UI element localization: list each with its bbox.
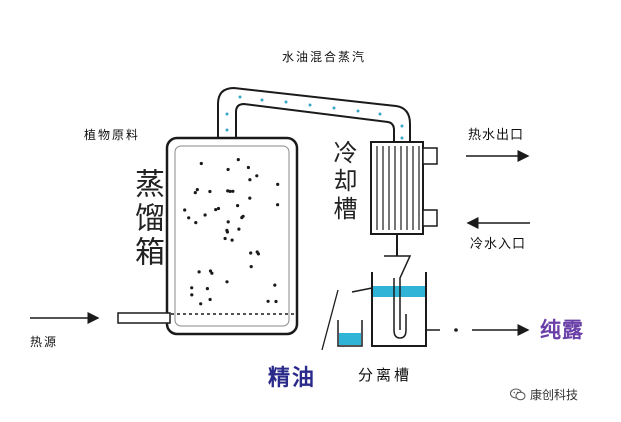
plant-dot <box>205 287 209 291</box>
separator-u-trap <box>393 314 407 339</box>
plant-dot <box>248 178 252 182</box>
plant-dot <box>255 250 259 254</box>
plant-dot <box>255 174 259 178</box>
still-box <box>165 136 299 336</box>
vapor-dot <box>356 109 360 113</box>
plant-dot <box>203 213 207 217</box>
plant-dot <box>197 270 201 274</box>
plant-dot <box>193 191 197 195</box>
wechat-icon <box>510 388 526 401</box>
plant-dot <box>187 216 191 220</box>
cold-water-inlet-label: 冷水入口 <box>470 237 527 252</box>
plant-dot <box>266 299 270 303</box>
hydrosol-drop <box>454 328 458 332</box>
still-inner-wall <box>174 145 290 327</box>
plant-dot <box>214 208 218 212</box>
steam-pipe-inner <box>235 102 395 142</box>
plant-dot <box>226 220 230 224</box>
plant-dot <box>208 297 212 302</box>
condenser-outlet-port <box>422 147 438 165</box>
plant-dot <box>190 286 194 290</box>
oil-beaker-liquid <box>339 333 361 345</box>
essential-oil-label: 精油 <box>268 366 317 391</box>
plant-dot <box>236 204 240 208</box>
vapor-dot <box>284 100 288 104</box>
vapor-dot <box>260 98 264 102</box>
vapor-dot <box>238 95 242 99</box>
vapor-dot <box>378 112 382 116</box>
plant-dot <box>199 302 203 306</box>
plant-dot <box>208 269 213 273</box>
plant-dot <box>246 165 250 170</box>
plant-dot <box>208 189 212 194</box>
oil-spout <box>351 287 373 293</box>
plant-material-label: 植物原料 <box>84 128 141 142</box>
separator-label: 分离槽 <box>358 366 413 384</box>
plant-dot <box>274 299 278 304</box>
condenser-inlet-port <box>422 209 438 227</box>
plant-dot <box>199 161 203 166</box>
plant-dot <box>216 206 221 211</box>
steam-label: 水油混合蒸汽 <box>282 50 367 64</box>
oil-beaker <box>337 320 363 347</box>
plant-dot <box>248 196 252 200</box>
separator-vessel <box>371 272 427 347</box>
plant-dot <box>190 293 194 297</box>
hot-water-outlet-label: 热水出口 <box>468 128 525 143</box>
plant-dot <box>241 214 245 218</box>
plant-dot <box>276 203 280 207</box>
plant-material-dots <box>183 158 280 306</box>
plant-dot <box>249 265 253 269</box>
plant-dot <box>225 228 229 232</box>
condenser-body <box>370 141 424 235</box>
hydrosol-label: 纯露 <box>540 318 584 342</box>
plant-dot <box>276 182 280 186</box>
plant-dot <box>273 283 277 287</box>
separator-water <box>373 286 425 297</box>
still-label: 蒸馏箱 <box>129 168 164 270</box>
heat-inlet-pipe <box>117 312 171 324</box>
plant-dot <box>225 280 229 284</box>
vapor-dot <box>400 136 404 140</box>
watermark-text: 康创科技 <box>530 388 579 402</box>
watermark: 康创科技 <box>510 386 578 403</box>
plant-dot <box>236 158 240 162</box>
condenser-label: 冷却槽 <box>329 140 357 224</box>
steam-pipe-outer <box>217 86 411 142</box>
plant-dot <box>195 188 199 192</box>
condenser-tubes <box>376 146 420 230</box>
vapor-dot <box>308 103 312 107</box>
plant-dot <box>249 251 253 255</box>
vapor-dot <box>400 124 404 128</box>
plant-dot <box>194 221 198 225</box>
vapor-dot <box>225 112 229 116</box>
plant-dot <box>231 189 235 193</box>
plant-dot <box>183 208 187 212</box>
heat-source-label: 热源 <box>30 335 59 349</box>
vapor-dots <box>225 95 404 140</box>
oil-pointer <box>321 289 339 351</box>
plant-dot <box>226 189 230 193</box>
vapor-dot <box>332 106 336 110</box>
plant-dot <box>228 189 232 193</box>
plant-dot <box>237 227 241 231</box>
plant-dot <box>223 236 227 241</box>
plant-dot <box>226 167 230 172</box>
plant-dot <box>230 238 234 242</box>
separator-funnel <box>384 255 412 330</box>
vapor-dot <box>225 128 229 132</box>
